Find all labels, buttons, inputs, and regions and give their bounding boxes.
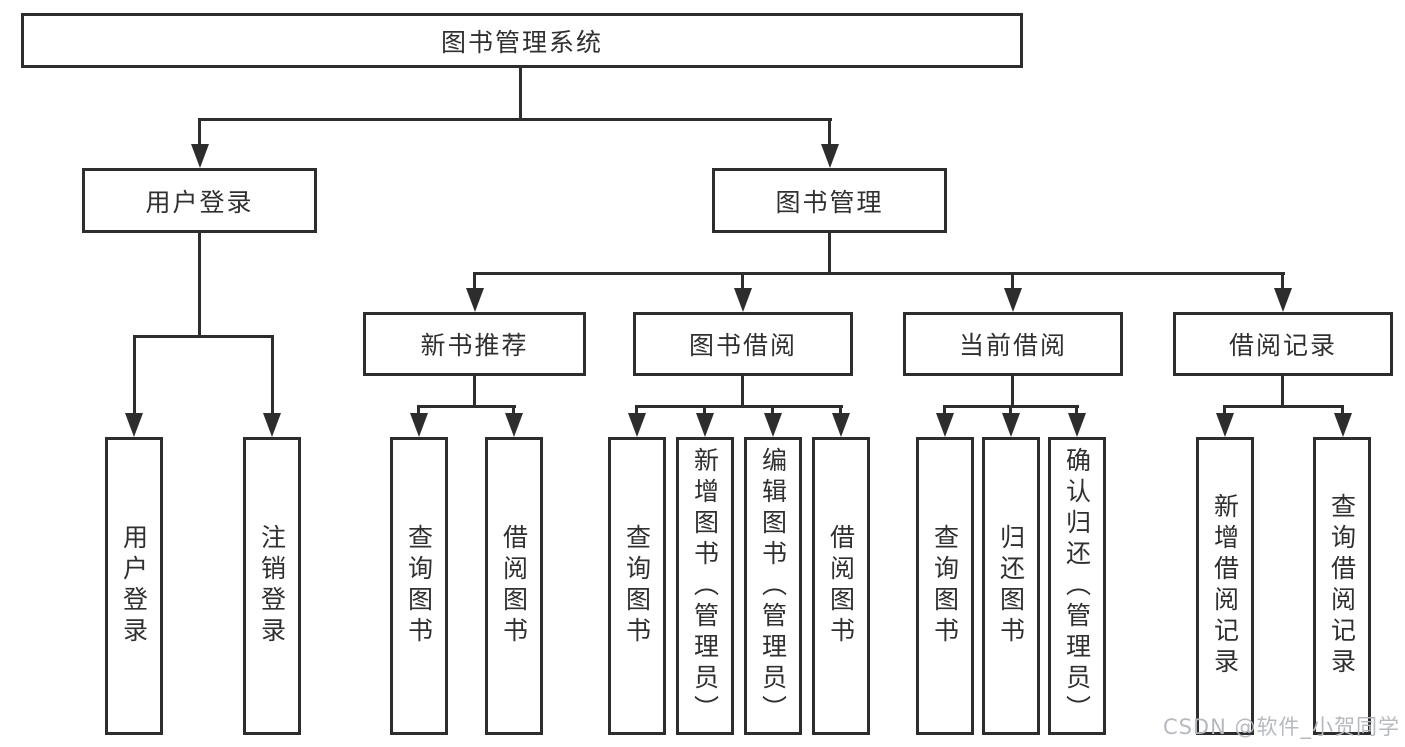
connector-line [703, 405, 706, 417]
connector-line [635, 405, 638, 417]
node-label: 借阅图书 [826, 524, 856, 648]
connector-line [512, 405, 515, 417]
connector-line [1011, 272, 1014, 292]
connector-arrow-down-icon [832, 413, 850, 437]
connector-line [839, 405, 842, 417]
connector-arrow-down-icon [821, 144, 839, 168]
connector-line [771, 405, 774, 417]
connector-line [828, 233, 831, 275]
node-borrowing-records: 借阅记录 [1173, 312, 1393, 376]
connector-line [198, 233, 201, 338]
connector-arrow-down-icon [1216, 413, 1234, 437]
node-label: 用户登录 [145, 187, 254, 217]
connector-line [473, 272, 476, 292]
connector-line [1341, 405, 1344, 417]
connector-arrow-down-icon [191, 144, 209, 168]
node-query-books: 查询图书 [390, 437, 448, 735]
node-return-books: 归还图书 [982, 437, 1040, 735]
node-label: 用户登录 [119, 524, 149, 648]
connector-line [1075, 405, 1078, 417]
node-label: 查询借阅记录 [1327, 493, 1357, 679]
connector-arrow-down-icon [1334, 413, 1352, 437]
connector-line [1011, 376, 1014, 408]
connector-line [1281, 272, 1284, 292]
connector-arrow-down-icon [466, 288, 484, 312]
connector-line [828, 118, 831, 148]
connector-line [473, 376, 476, 408]
connector-arrow-down-icon [505, 413, 523, 437]
node-add-borrow-record: 新增借阅记录 [1196, 437, 1254, 735]
node-user-login-action: 用户登录 [105, 437, 163, 735]
connector-arrow-down-icon [1068, 413, 1086, 437]
connector-line [741, 376, 744, 408]
connector-line [271, 335, 274, 415]
node-book-borrowing: 图书借阅 [633, 312, 853, 376]
connector-arrow-down-icon [410, 413, 428, 437]
node-label: 归还图书 [996, 524, 1026, 648]
node-confirm-return-admin: 确认归还（管理员） [1048, 437, 1106, 735]
connector-line [198, 118, 201, 148]
connector-line [741, 272, 744, 292]
node-label: 借阅图书 [499, 524, 529, 648]
connector-line [1223, 405, 1226, 417]
connector-arrow-down-icon [734, 288, 752, 312]
connector-line [519, 68, 522, 121]
node-label: 当前借阅 [958, 331, 1067, 360]
connector-arrow-down-icon [263, 413, 281, 437]
connector-line [133, 335, 136, 415]
node-edit-books-admin: 编辑图书（管理员） [744, 437, 802, 735]
node-add-books-admin: 新增图书（管理员） [676, 437, 734, 735]
node-label: 新增借阅记录 [1210, 493, 1240, 679]
connector-line [417, 405, 420, 417]
connector-line [417, 405, 516, 408]
node-label: 借阅记录 [1228, 331, 1337, 360]
node-label: 新增图书（管理员） [690, 446, 720, 726]
node-label: 确认归还（管理员） [1062, 446, 1092, 726]
connector-arrow-down-icon [125, 413, 143, 437]
connector-arrow-down-icon [1004, 288, 1022, 312]
node-label: 查询图书 [404, 524, 434, 648]
node-label: 新书推荐 [420, 331, 529, 360]
node-label: 编辑图书（管理员） [758, 446, 788, 726]
connector-line [133, 335, 274, 338]
connector-line [1009, 405, 1012, 417]
node-current-query-books: 查询图书 [916, 437, 974, 735]
node-new-book-recommend: 新书推荐 [363, 312, 586, 376]
node-label: 注销登录 [257, 524, 287, 648]
connector-line [1223, 405, 1344, 408]
connector-line [198, 118, 832, 121]
node-borrowing-query-books: 查询图书 [608, 437, 666, 735]
node-query-borrow-record: 查询借阅记录 [1313, 437, 1371, 735]
connector-line [635, 405, 843, 408]
node-borrowing-borrow-books: 借阅图书 [812, 437, 870, 735]
node-label: 图书管理 [775, 187, 884, 217]
connector-line [473, 272, 1285, 275]
node-user-login: 用户登录 [82, 168, 317, 233]
node-logout-action: 注销登录 [243, 437, 301, 735]
node-borrow-books: 借阅图书 [485, 437, 543, 735]
node-label: 查询图书 [930, 524, 960, 648]
node-label: 图书借阅 [688, 331, 797, 360]
node-book-management: 图书管理 [712, 168, 947, 233]
connector-arrow-down-icon [1002, 413, 1020, 437]
connector-arrow-down-icon [1274, 288, 1292, 312]
connector-arrow-down-icon [628, 413, 646, 437]
node-label: 查询图书 [622, 524, 652, 648]
connector-arrow-down-icon [696, 413, 714, 437]
connector-arrow-down-icon [764, 413, 782, 437]
node-label: 图书管理系统 [440, 27, 603, 57]
connector-line [943, 405, 946, 417]
connector-arrow-down-icon [936, 413, 954, 437]
node-library-system-root: 图书管理系统 [21, 13, 1023, 68]
watermark-text: CSDN @软件_小贺同学 [1162, 715, 1400, 739]
node-current-borrowing: 当前借阅 [903, 312, 1123, 376]
connector-line [1281, 376, 1284, 408]
